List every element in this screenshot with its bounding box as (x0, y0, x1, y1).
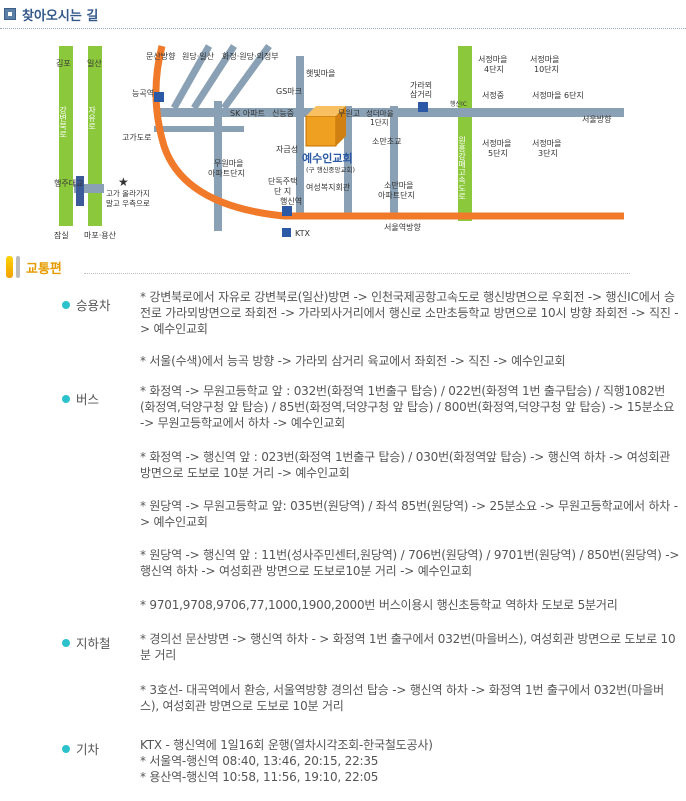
label-ilsan: 일산 (87, 58, 102, 68)
label-mugwon-high: 무원고 (338, 109, 360, 118)
road-wonheung (458, 46, 472, 221)
section-divider (84, 273, 630, 274)
label-mapo: 마포·용산 (84, 230, 117, 240)
label-gs-mart: GS마크 (276, 87, 302, 96)
header-square-icon (4, 8, 16, 20)
label-jamsil: 잠실 (54, 230, 69, 240)
car-route-1: * 강변북로에서 자유로 강변북로(일산)방면 -> 인천국제공항고속도로 행신… (140, 290, 679, 336)
page-title: 찾아오시는 길 (22, 8, 99, 24)
label-goyang-road: 고가도로 (122, 133, 151, 142)
station-neunggok-icon (154, 92, 164, 102)
category-train: 기차 (62, 739, 99, 758)
road-jayuro (88, 46, 102, 226)
header-divider (0, 28, 686, 29)
bus-route-4: * 원당역 -> 행신역 앞 : 11번(성사주민센터,원당역) / 706번(… (140, 548, 680, 578)
label-hwajeong: 화정·원당·의정부 (222, 51, 279, 61)
category-bus: 버스 (62, 389, 99, 408)
label-jayuro: 자유로 (87, 106, 96, 130)
label-munsan: 문산방향 (146, 51, 176, 61)
label-gimpo: 김포 (56, 58, 71, 68)
label-church-sub: (구 행신중앙교회) (306, 165, 355, 174)
label-seoul-dir: 서울방향 (582, 114, 612, 124)
section-title: 교통편 (26, 261, 62, 277)
label-sindeung: 신능중 (272, 109, 294, 118)
road-gangbyeon (59, 46, 73, 226)
car-route-2: * 서울(수색)에서 능곡 방향 -> 가라뫼 삼거리 육교에서 좌회전 -> … (140, 354, 566, 368)
label-seojeong-mid: 서정중 (482, 90, 504, 100)
bullet-dot-icon (62, 638, 70, 647)
category-subway: 지하철 (62, 633, 111, 652)
label-haengju: 행주대교 (54, 178, 83, 188)
category-car: 승용차 (62, 295, 111, 314)
station-haengsin-icon (282, 206, 292, 216)
train-info-1: KTX - 행신역에 1일16회 운행(열차시각조회-한국철도공사) (140, 738, 433, 752)
label-church: 예수인교회 (302, 151, 353, 165)
train-info-3: * 용산역-행신역 10:58, 11:56, 19:10, 22:05 (140, 770, 379, 784)
rail-line (152, 45, 624, 220)
bullet-dot-icon (62, 300, 70, 309)
star-icon: ★ (118, 175, 129, 189)
church-building-icon (305, 115, 337, 147)
label-wondang: 원당·일산 (182, 51, 215, 61)
train-info-2: * 서울역-행신역 08:40, 13:46, 20:15, 22:35 (140, 754, 379, 768)
label-gangbyeon: 강변북로 (58, 105, 67, 138)
station-garamoe-icon (418, 102, 428, 112)
label-seojeong6: 서정마을 6단지 (532, 90, 584, 100)
label-wonheung: 원흥강매고속도로 (457, 136, 466, 200)
bus-route-2: * 화정역 -> 행신역 앞 : 023번(화정역 1번출구 탑승) / 030… (140, 450, 671, 480)
subway-route-1: * 경의선 문산방면 -> 행신역 하차 - > 화정역 1번 출구에서 032… (140, 632, 676, 662)
page-header: 찾아오시는 길 (4, 3, 98, 25)
label-haengsin-ic: 행신IC (450, 100, 467, 108)
road-main-horizontal (154, 108, 624, 117)
section-heading: 교통편 (6, 256, 62, 278)
label-neunggok: 능곡역 (132, 88, 154, 98)
label-soman-elem: 소만초교 (372, 137, 401, 146)
label-ktx: KTX (295, 229, 311, 238)
section-bar2-icon (16, 256, 20, 278)
bus-route-3: * 원당역 -> 무원고등학교 앞: 035번(원당역) / 좌석 85번(원당… (140, 499, 678, 529)
label-sk-apt: SK 아파트 (230, 108, 265, 118)
label-hetbit: 햇빛마을 (306, 68, 335, 78)
label-haengsin-st: 행신역 (280, 196, 302, 206)
section-bar-icon (6, 256, 13, 278)
label-welfare: 여성복지회관 (306, 182, 351, 192)
bullet-dot-icon (62, 744, 70, 753)
location-map: ★ 김포 일산 강변북로 자유로 행주대교 잠실 마포·용산 문산방향 원당·일… (54, 36, 626, 246)
bullet-dot-icon (62, 394, 70, 403)
label-jageumseong: 자금성 (276, 145, 298, 154)
bus-route-5: * 9701,9708,9706,77,1000,1900,2000번 버스이용… (140, 598, 618, 612)
label-seoulstation-dir: 서울역방향 (384, 222, 421, 232)
ktx-icon (282, 228, 291, 237)
subway-route-2: * 3호선- 대곡역에서 환승, 서울역방향 경의선 탑승 -> 행신역 하차 … (140, 683, 665, 713)
bus-route-1: * 화정역 -> 무원고등학교 앞 : 032번(화정역 1번출구 탑승) / … (140, 384, 675, 430)
